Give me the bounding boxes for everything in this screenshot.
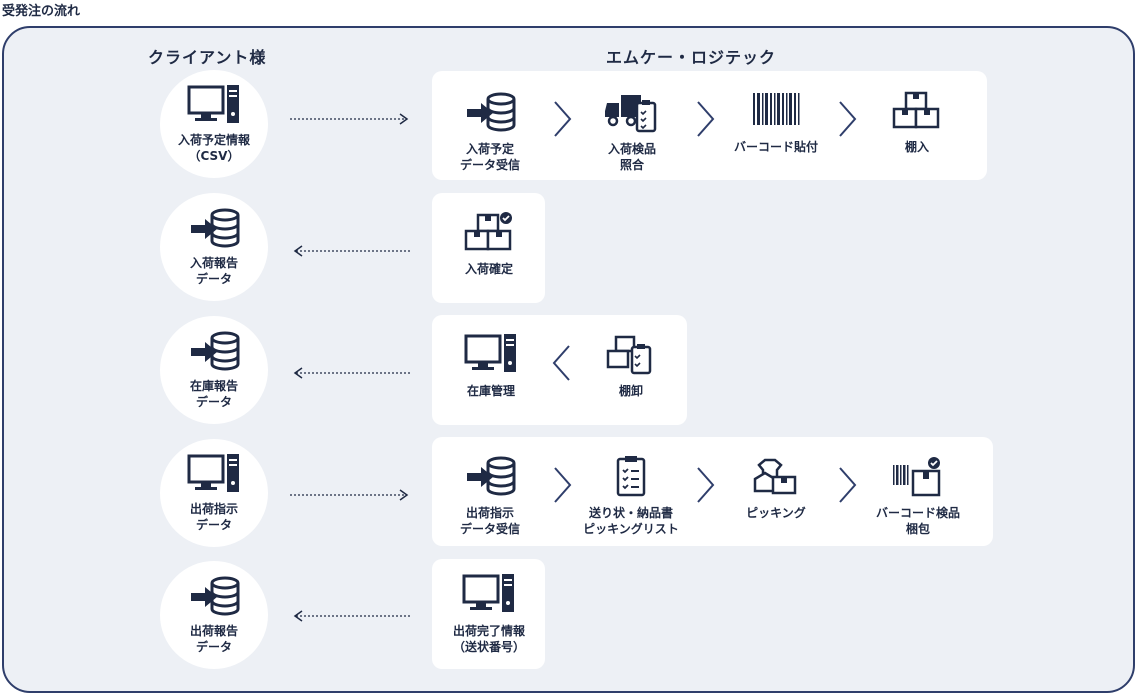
- client-node-arrival-report: 入荷報告データ: [160, 193, 268, 301]
- computer-icon: [464, 333, 518, 377]
- step-shelving: 棚入: [852, 89, 982, 155]
- database-icon: [187, 330, 241, 374]
- dashed-arrow-left-icon: [290, 610, 412, 622]
- boxes-checklist-icon: [604, 333, 658, 377]
- client-node-stock-report: 在庫報告データ: [160, 316, 268, 424]
- computer-icon: [187, 453, 241, 497]
- step-label: 入荷予定データ受信: [459, 142, 520, 172]
- dashed-arrow-left-icon: [290, 367, 412, 379]
- step-arrival-data-receive: 入荷予定データ受信: [425, 91, 555, 173]
- clipboard-icon: [604, 455, 658, 499]
- boxes-check-icon: [462, 211, 516, 255]
- step-stocktaking: 棚卸: [566, 333, 696, 399]
- step-shipping-data-receive: 出荷指示データ受信: [425, 455, 555, 537]
- step-label: 出荷完了情報（送状番号）: [452, 624, 525, 654]
- step-label: 棚入: [904, 140, 929, 154]
- step-label: 出荷指示データ受信: [459, 506, 520, 536]
- process-panel-shipping-complete: 出荷完了情報（送状番号）: [432, 559, 545, 669]
- step-label: 入荷確定: [464, 262, 513, 276]
- computer-icon: [187, 84, 241, 128]
- page-title: 受発注の流れ: [2, 4, 81, 19]
- node-label: 入荷報告データ: [189, 256, 238, 286]
- client-node-shipping-instruction: 出荷指示データ: [160, 439, 268, 547]
- step-label: 在庫管理: [466, 384, 515, 398]
- step-label: バーコード検品梱包: [875, 506, 960, 536]
- computer-icon: [462, 573, 516, 617]
- barcode-icon: [749, 89, 803, 133]
- company-column-header: エムケー・ロジテック: [606, 48, 777, 67]
- picking-icon: [749, 455, 803, 499]
- step-shipping-complete: 出荷完了情報（送状番号）: [424, 573, 554, 655]
- client-node-shipping-report: 出荷報告データ: [160, 561, 268, 669]
- database-import-icon: [463, 91, 517, 135]
- dashed-arrow-left-icon: [290, 245, 412, 257]
- step-documents-picking-list: 送り状・納品書ピッキングリスト: [566, 455, 696, 537]
- process-panel-arrival: 入荷予定データ受信 入荷検品照合 バーコード貼付 棚入: [432, 71, 987, 180]
- client-node-arrival-schedule: 入荷予定情報（CSV）: [160, 70, 268, 178]
- step-label: 送り状・納品書ピッキングリスト: [583, 506, 679, 536]
- node-label: 出荷指示データ: [189, 502, 238, 532]
- step-label: ピッキング: [746, 506, 806, 520]
- database-import-icon: [463, 455, 517, 499]
- step-barcode-labeling: バーコード貼付: [711, 89, 841, 155]
- client-column-header: クライアント様: [148, 48, 267, 67]
- step-stock-management: 在庫管理: [426, 333, 556, 399]
- step-barcode-inspection-packing: バーコード検品梱包: [853, 455, 983, 537]
- step-arrival-confirm: 入荷確定: [424, 211, 554, 277]
- barcode-box-icon: [891, 455, 945, 499]
- node-label: 入荷予定情報（CSV）: [177, 133, 250, 163]
- truck-checklist-icon: [605, 91, 659, 135]
- step-picking: ピッキング: [711, 455, 841, 521]
- step-arrival-inspection: 入荷検品照合: [567, 91, 697, 173]
- node-label: 在庫報告データ: [189, 379, 238, 409]
- boxes-icon: [890, 89, 944, 133]
- process-panel-shipping: 出荷指示データ受信 送り状・納品書ピッキングリスト ピッキング バーコード検品梱…: [432, 437, 993, 546]
- dashed-arrow-right-icon: [290, 113, 412, 125]
- node-label: 出荷報告データ: [189, 624, 238, 654]
- database-icon: [187, 207, 241, 251]
- dashed-arrow-right-icon: [290, 489, 412, 501]
- step-label: 棚卸: [618, 384, 643, 398]
- database-icon: [187, 575, 241, 619]
- step-label: 入荷検品照合: [607, 142, 656, 172]
- process-panel-arrival-confirm: 入荷確定: [432, 193, 545, 303]
- step-label: バーコード貼付: [733, 140, 818, 154]
- process-panel-inventory: 在庫管理 棚卸: [432, 315, 687, 425]
